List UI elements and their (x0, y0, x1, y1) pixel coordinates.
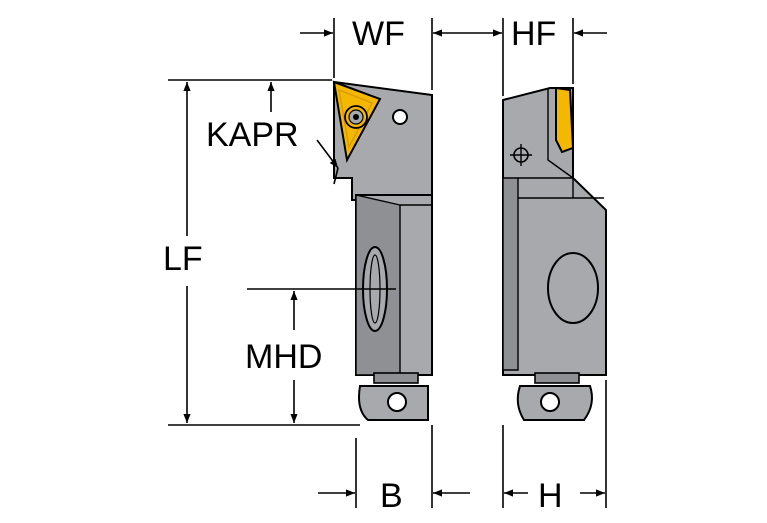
side-view-insert (555, 86, 575, 154)
label-wf: WF (352, 15, 405, 53)
side-bottom-clamp (516, 372, 593, 421)
label-hf: HF (511, 15, 556, 53)
side-view (502, 86, 607, 421)
center-mark-icon (510, 144, 532, 166)
dimension-lines (168, 18, 607, 508)
label-mhd: MHD (245, 338, 322, 376)
label-b: B (380, 477, 403, 515)
side-view-panel (502, 177, 519, 371)
front-view (332, 80, 433, 421)
insert-screw-icon (344, 105, 368, 129)
side-view-oval (547, 252, 599, 324)
front-bottom-clamp (358, 372, 429, 421)
clamp-hole (392, 109, 408, 125)
label-kapr: KAPR (206, 116, 299, 154)
label-lf: LF (163, 240, 203, 278)
label-h: H (538, 477, 563, 515)
